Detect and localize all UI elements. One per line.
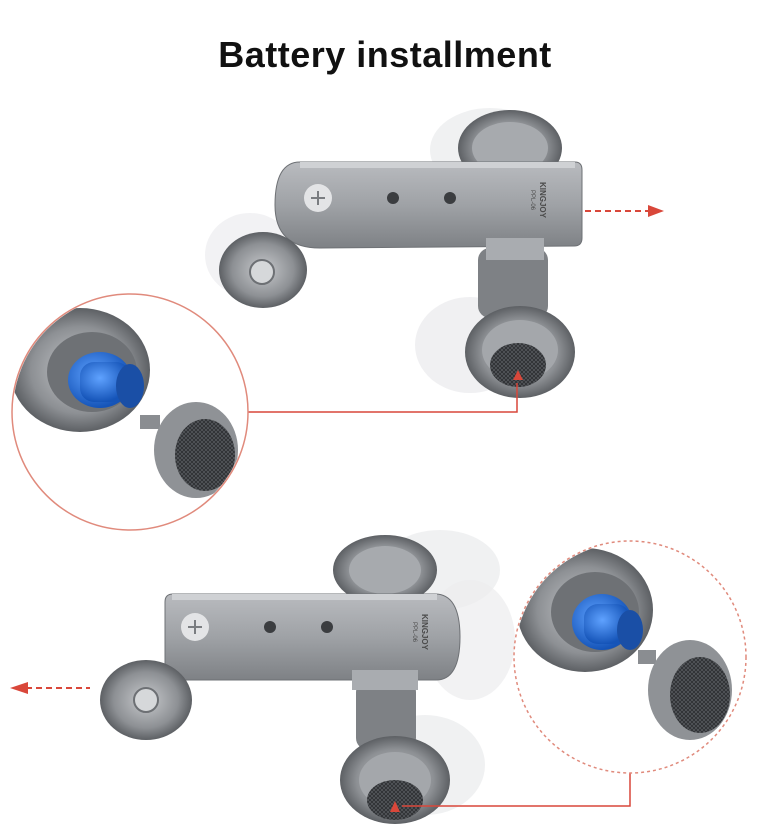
top-dolly: KINGJOY PPL-06 [205, 108, 664, 413]
up-triangle-icon [513, 370, 523, 380]
arrow-right-icon [585, 205, 664, 217]
page-title: Battery installment [218, 34, 552, 75]
brand-label: KINGJOY [538, 182, 547, 219]
model-label: PPL-06 [529, 190, 535, 211]
arrow-left-icon [10, 682, 90, 694]
model-label-bottom: PPL-06 [411, 622, 417, 643]
brand-label-bottom: KINGJOY [420, 614, 429, 651]
bottom-detail-circle [513, 540, 747, 774]
bottom-dolly: KINGJOY PPL-06 [10, 530, 631, 824]
battery-icon [68, 352, 144, 408]
top-detail-circle [11, 293, 249, 531]
up-triangle-icon-bottom [390, 801, 400, 812]
battery-icon-bottom [572, 594, 643, 650]
